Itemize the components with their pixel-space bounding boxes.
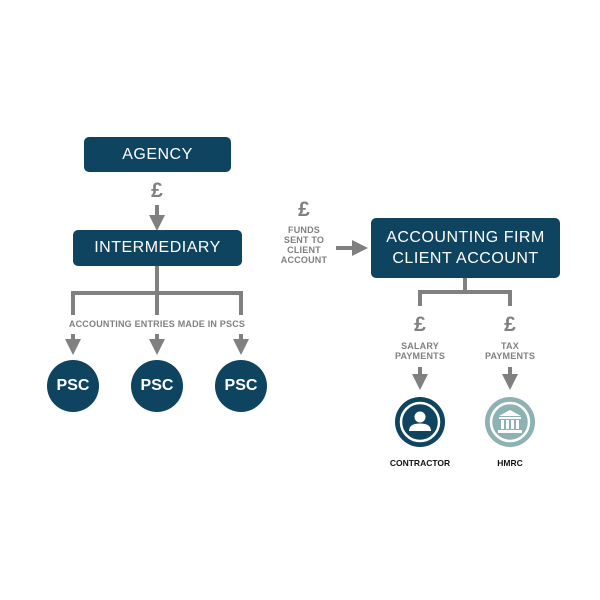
pound-symbol: £	[504, 313, 516, 336]
pound-symbol: £	[151, 179, 163, 202]
agency-box: AGENCY	[84, 137, 231, 172]
salary-line-2: PAYMENTS	[394, 351, 446, 361]
salary-payments-label: SALARY PAYMENTS	[390, 341, 450, 361]
funds-sent-label: FUNDS SENT TO CLIENT ACCOUNT	[274, 225, 334, 265]
tax-line-1: TAX	[501, 341, 519, 351]
hmrc-label: HMRC	[497, 458, 523, 468]
psc-node-1: PSC	[47, 360, 99, 412]
contractor-node	[395, 397, 445, 447]
tax-line-2: PAYMENTS	[484, 351, 536, 361]
intermediary-box: INTERMEDIARY	[73, 230, 242, 266]
pound-symbol: £	[298, 198, 310, 221]
person-icon	[399, 401, 441, 443]
contractor-label: CONTRACTOR	[389, 458, 451, 468]
pound-symbol: £	[414, 313, 426, 336]
funds-sent-line-4: ACCOUNT	[280, 255, 328, 265]
funds-sent-line-3: CLIENT	[287, 245, 321, 255]
psc-node-3: PSC	[215, 360, 267, 412]
psc-label: PSC	[56, 377, 90, 394]
tax-payments-label: TAX PAYMENTS	[480, 341, 540, 361]
intermediary-label: INTERMEDIARY	[94, 239, 221, 256]
psc-label: PSC	[224, 377, 258, 394]
funds-sent-line-1: FUNDS	[288, 225, 320, 235]
government-building-icon	[489, 401, 531, 443]
agency-label: AGENCY	[122, 145, 193, 163]
firm-label-line-1: ACCOUNTING FIRM	[386, 229, 545, 246]
funds-sent-line-2: SENT TO	[283, 235, 325, 245]
psc-node-2: PSC	[131, 360, 183, 412]
accounting-firm-box: ACCOUNTING FIRM CLIENT ACCOUNT	[371, 218, 560, 278]
hmrc-node	[485, 397, 535, 447]
salary-line-1: SALARY	[401, 341, 439, 351]
psc-label: PSC	[140, 377, 174, 394]
firm-label-line-2: CLIENT ACCOUNT	[392, 250, 539, 267]
accounting-entries-label: ACCOUNTING ENTRIES MADE IN PSCS	[68, 319, 246, 329]
